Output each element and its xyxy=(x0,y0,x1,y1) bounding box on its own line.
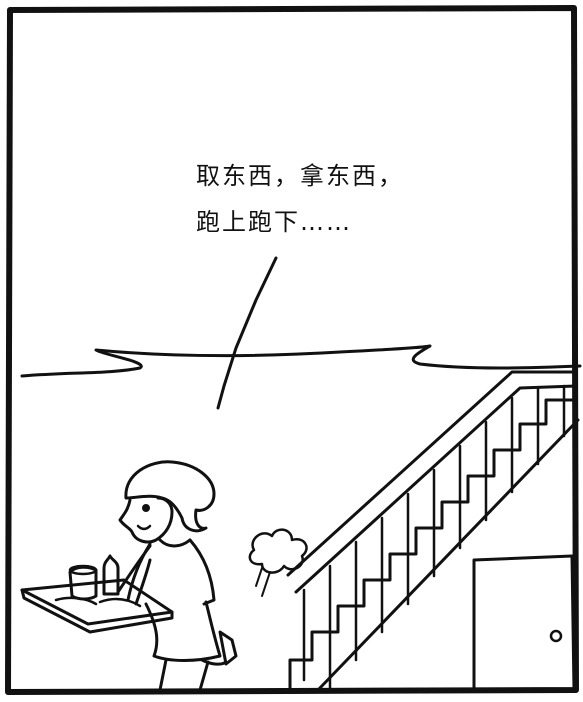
stair-stringer-top xyxy=(294,384,578,594)
caption-line-1: 取东西，拿东西， xyxy=(196,162,404,190)
dust-cloud xyxy=(248,528,308,574)
panel-border xyxy=(5,5,579,695)
stair-steps xyxy=(288,398,574,692)
motion-lines xyxy=(255,567,271,597)
tray-edge xyxy=(20,588,174,634)
door xyxy=(472,554,576,692)
skirt xyxy=(144,600,222,662)
leg-right xyxy=(198,658,228,692)
arm xyxy=(116,544,152,606)
mouth xyxy=(136,524,152,531)
door-knob xyxy=(549,629,563,643)
blouse xyxy=(126,538,216,606)
cup-rim xyxy=(68,564,98,576)
speech-tail xyxy=(216,256,278,410)
door-frame xyxy=(472,554,576,692)
plate-food xyxy=(54,596,142,608)
bottle xyxy=(102,554,120,596)
face xyxy=(118,496,174,544)
horizon-line xyxy=(20,344,582,378)
balusters xyxy=(302,384,566,692)
leg-left xyxy=(158,658,168,692)
staircase xyxy=(286,370,580,692)
woman-figure xyxy=(116,460,238,692)
handrail-top xyxy=(286,370,578,577)
stair-stringer-bottom xyxy=(316,418,580,692)
tray xyxy=(20,554,174,634)
collar xyxy=(158,538,192,548)
eye xyxy=(142,504,150,512)
shoe xyxy=(218,630,238,666)
caption-line-2: 跑上跑下…… xyxy=(196,208,352,236)
